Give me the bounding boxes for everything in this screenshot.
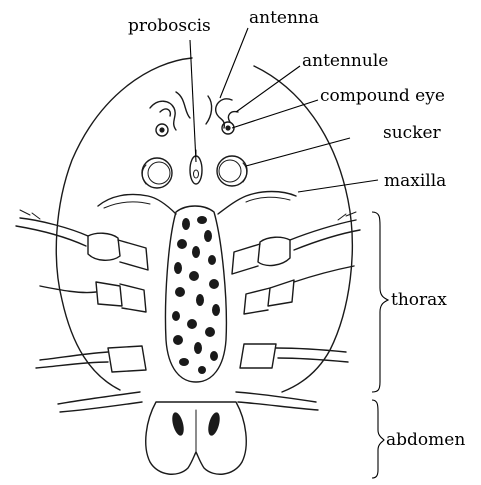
maxillae <box>98 192 296 215</box>
abdomen-structure <box>146 402 247 474</box>
proboscis-label: proboscis <box>128 16 211 36</box>
abdomen-brace <box>372 400 384 478</box>
thoracic-legs-left <box>16 210 148 412</box>
antenna-label: antenna <box>249 8 319 28</box>
sucker-label: sucker <box>383 123 442 143</box>
thorax-brace <box>372 212 388 392</box>
thoracic-legs-right <box>232 212 360 410</box>
abdomen-label: abdomen <box>386 430 465 450</box>
maxilla-label: maxilla <box>384 171 446 191</box>
compound-eye-label: compound eye <box>320 86 445 106</box>
carapace-outline <box>56 58 352 392</box>
central-gut <box>165 206 226 382</box>
thorax-label: thorax <box>391 290 447 310</box>
antennule-label: antennule <box>302 51 388 71</box>
